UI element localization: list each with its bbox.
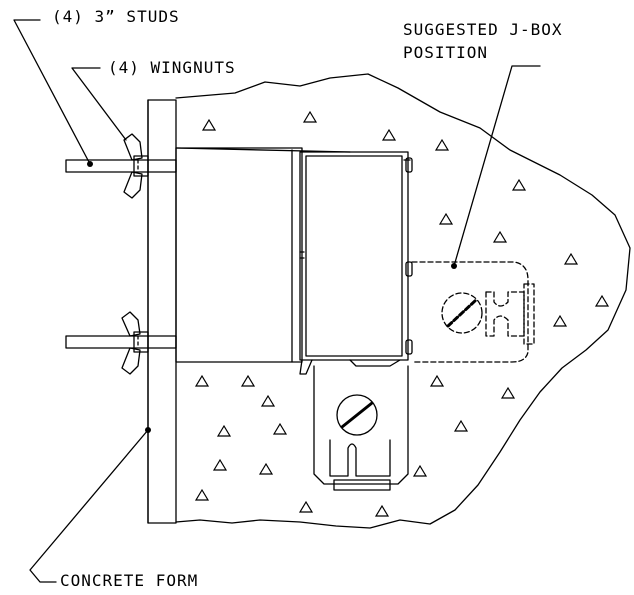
concrete-aggregate <box>194 110 610 517</box>
label-concrete-form: CONCRETE FORM <box>60 571 199 590</box>
leader-dot-concrete-form <box>145 427 151 433</box>
leader-jbox <box>453 65 541 267</box>
concrete-form <box>147 99 177 524</box>
stud-lower <box>65 335 177 349</box>
wingnut-lower <box>121 311 149 375</box>
fixture-housing <box>175 147 413 375</box>
leader-concrete-form <box>29 429 149 583</box>
stud-upper <box>65 159 177 173</box>
label-wingnuts: (4) WINGNUTS <box>108 58 236 77</box>
wingnut-upper <box>123 133 149 199</box>
jbox-suggested <box>411 261 535 363</box>
concrete-outline <box>175 73 631 529</box>
label-jbox-line1: SUGGESTED J-BOX <box>403 20 563 39</box>
leader-studs <box>13 19 91 165</box>
label-jbox-line2: POSITION <box>403 43 489 62</box>
leader-dot-jbox <box>451 263 457 269</box>
leader-wingnuts <box>71 67 127 141</box>
label-studs: (4) 3” STUDS <box>52 7 180 26</box>
jbox-lower <box>313 365 409 491</box>
leader-dot-studs <box>87 161 93 167</box>
